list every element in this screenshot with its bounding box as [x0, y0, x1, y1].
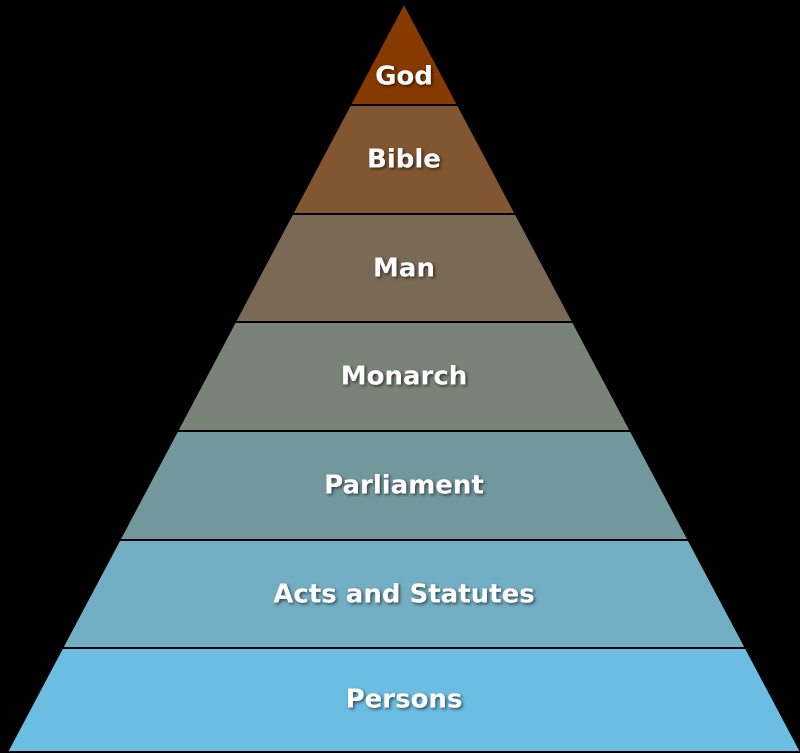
layer-label: Parliament [324, 471, 484, 501]
layer-label: God [375, 62, 433, 92]
pyramid-layer-persons: Persons [5, 647, 800, 753]
pyramid-layer-bible: Bible [290, 104, 518, 215]
layer-label: Man [373, 254, 435, 284]
layer-label: Bible [367, 145, 441, 175]
layer-label: Monarch [341, 362, 468, 392]
pyramid-layer-parliament: Parliament [117, 430, 691, 541]
pyramid-layer-man: Man [233, 213, 575, 323]
pyramid-layer-god: God [348, 0, 460, 106]
layer-label: Persons [346, 685, 463, 715]
pyramid-layer-acts-and-statutes: Acts and Statutes [60, 539, 748, 649]
layer-shape [5, 647, 800, 753]
layer-label: Acts and Statutes [273, 580, 534, 610]
pyramid-layer-monarch: Monarch [175, 321, 633, 432]
